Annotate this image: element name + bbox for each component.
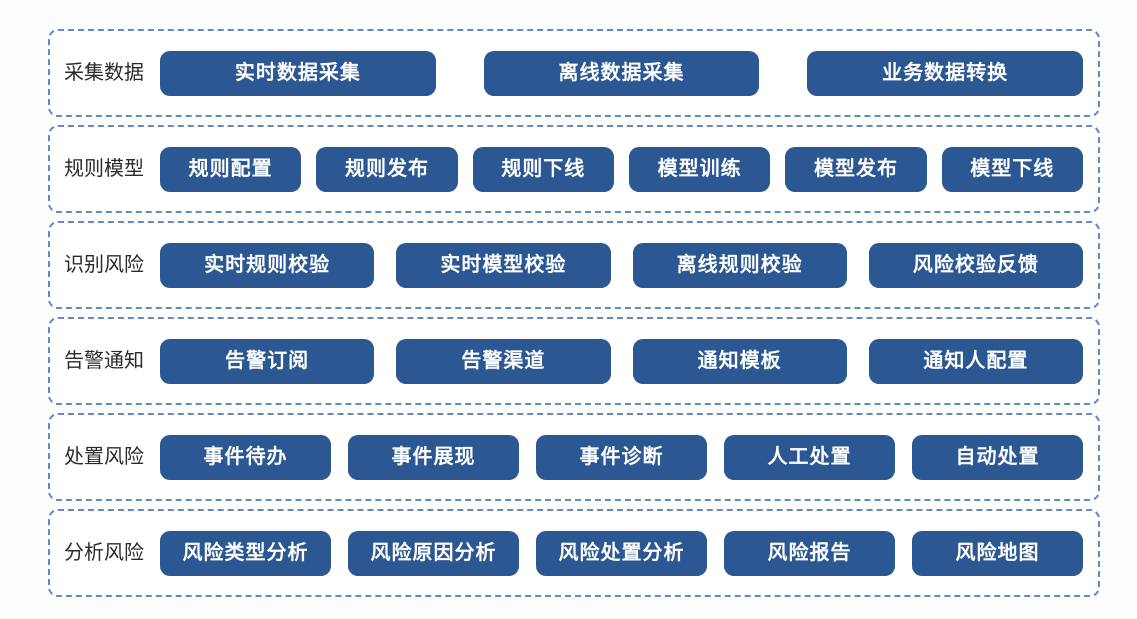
stage-row-4: 告警通知告警订阅告警渠道通知模板通知人配置 (48, 317, 1100, 405)
feature-block: 风险类型分析 (160, 530, 331, 576)
feature-block: 规则配置 (160, 146, 302, 192)
feature-block: 事件诊断 (536, 434, 707, 480)
stage-buttons: 事件待办事件展现事件诊断人工处置自动处置 (160, 434, 1083, 480)
stage-label: 告警通知 (64, 350, 144, 372)
stage-row-6: 分析风险风险类型分析风险原因分析风险处置分析风险报告风险地图 (48, 509, 1100, 597)
stage-label: 采集数据 (64, 62, 144, 84)
stage-buttons: 实时规则校验实时模型校验离线规则校验风险校验反馈 (160, 242, 1083, 288)
stage-row-3: 识别风险实时规则校验实时模型校验离线规则校验风险校验反馈 (48, 221, 1100, 309)
stage-label: 处置风险 (64, 446, 144, 468)
stage-label: 识别风险 (64, 254, 144, 276)
feature-block: 模型发布 (785, 146, 927, 192)
feature-block: 实时模型校验 (396, 242, 611, 288)
feature-block: 业务数据转换 (807, 50, 1084, 96)
feature-block: 离线数据采集 (483, 50, 760, 96)
stage-buttons: 告警订阅告警渠道通知模板通知人配置 (160, 338, 1083, 384)
stage-row-5: 处置风险事件待办事件展现事件诊断人工处置自动处置 (48, 413, 1100, 501)
stage-buttons: 实时数据采集 离线数据采集 业务数据转换 (160, 50, 1084, 96)
feature-block: 模型训练 (628, 146, 771, 192)
feature-block: 实时数据采集 (160, 50, 436, 96)
stage-buttons: 风险类型分析风险原因分析风险处置分析风险报告风险地图 (160, 530, 1083, 576)
stage-buttons: 规则配置规则发布规则下线模型训练模型发布模型下线 (160, 146, 1083, 192)
feature-block: 通知人配置 (868, 338, 1083, 384)
feature-block: 事件待办 (160, 434, 331, 480)
feature-block: 告警订阅 (160, 338, 375, 384)
feature-block: 事件展现 (348, 434, 519, 480)
feature-block: 自动处置 (912, 434, 1083, 480)
stage-label: 规则模型 (64, 158, 144, 180)
feature-block: 风险地图 (912, 530, 1083, 576)
feature-block: 人工处置 (724, 434, 895, 480)
stage-row-2: 规则模型规则配置规则发布规则下线模型训练模型发布模型下线 (48, 125, 1100, 213)
feature-block: 通知模板 (632, 338, 847, 384)
feature-block: 风险报告 (724, 530, 895, 576)
stage-label: 分析风险 (64, 542, 144, 564)
feature-block: 告警渠道 (396, 338, 611, 384)
feature-block: 实时规则校验 (160, 242, 375, 288)
feature-block: 风险原因分析 (348, 530, 519, 576)
stage-row-1: 采集数据实时数据采集 离线数据采集 业务数据转换 (48, 29, 1100, 117)
feature-block: 模型下线 (941, 146, 1083, 192)
feature-block: 规则发布 (316, 146, 458, 192)
feature-block: 风险处置分析 (536, 530, 707, 576)
feature-block: 规则下线 (472, 146, 614, 192)
feature-block: 风险校验反馈 (868, 242, 1083, 288)
feature-block: 离线规则校验 (632, 242, 847, 288)
